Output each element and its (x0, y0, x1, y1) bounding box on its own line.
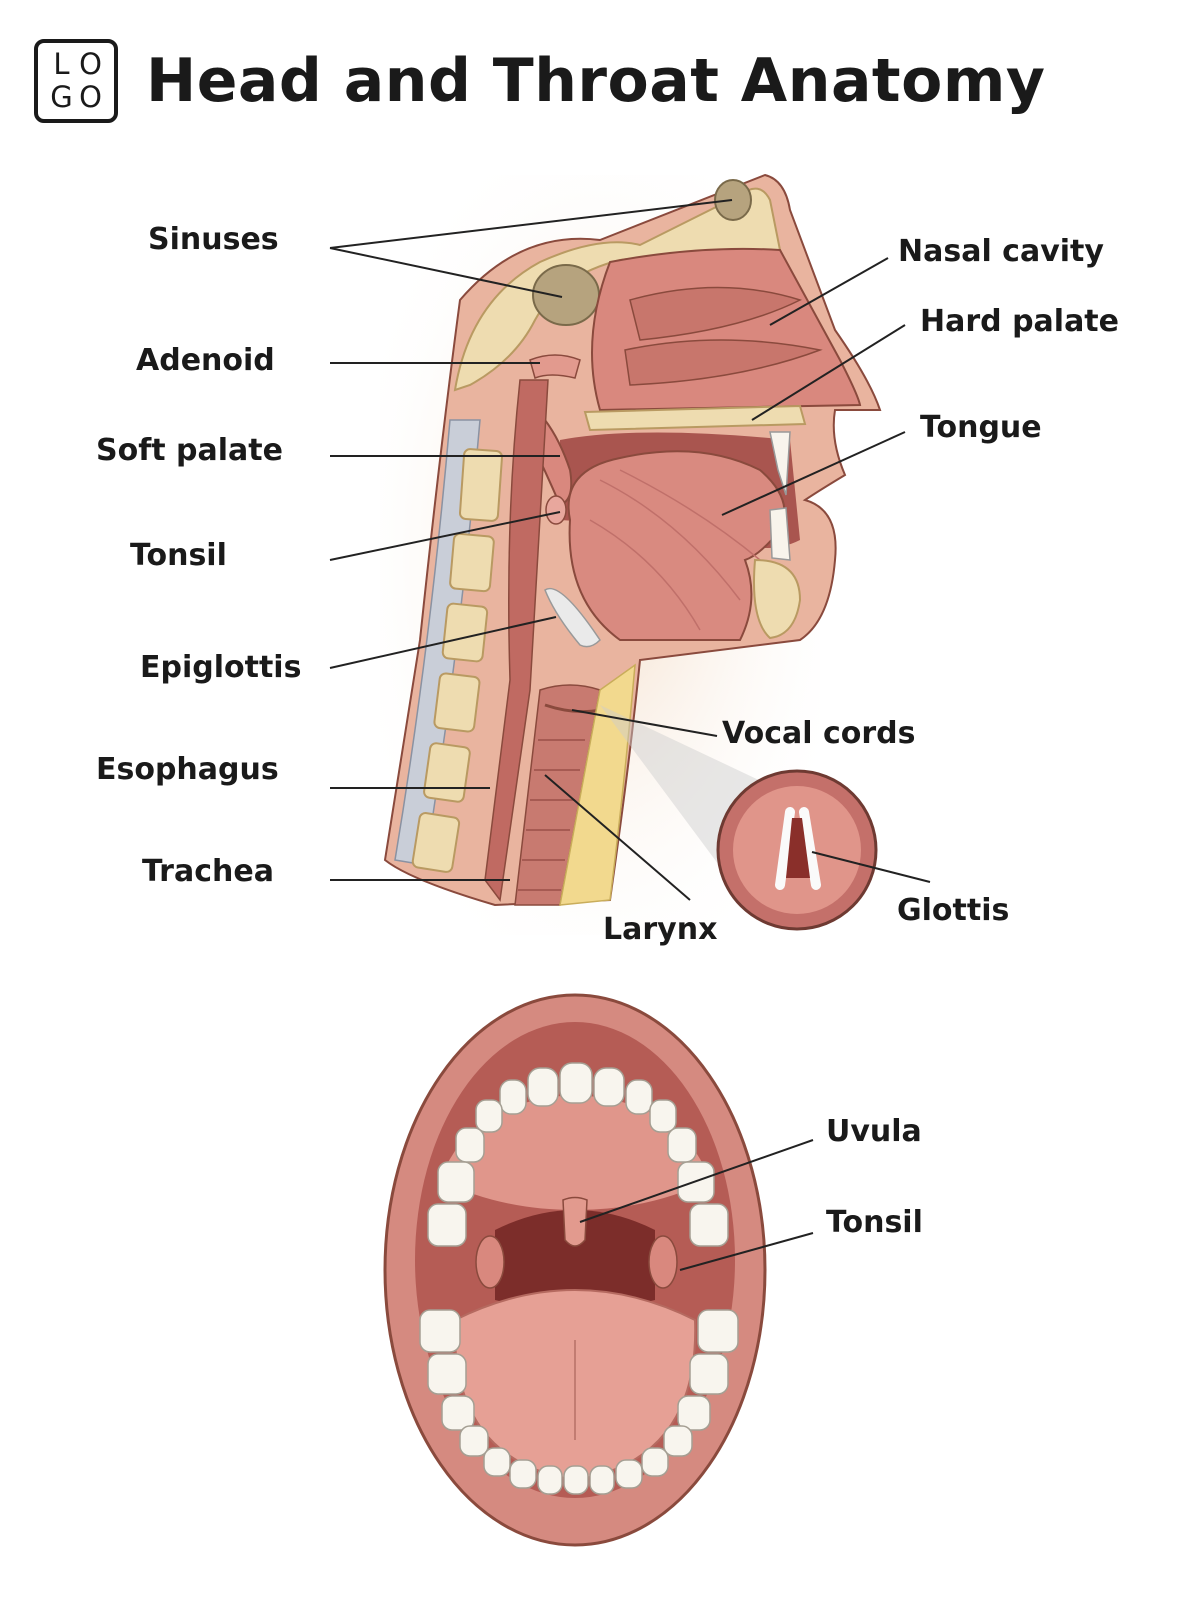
mouth-tonsil-right (649, 1236, 677, 1288)
label-larynx: Larynx (603, 912, 717, 948)
open-mouth-view (385, 995, 765, 1545)
label-epiglottis: Epiglottis (140, 650, 301, 686)
label-hard-palate: Hard palate (920, 304, 1119, 340)
lower-incisor (770, 508, 790, 560)
label-trachea: Trachea (142, 854, 274, 890)
sagittal-section (380, 175, 880, 935)
label-sinuses: Sinuses (148, 222, 279, 258)
label-soft-palate: Soft palate (96, 433, 283, 469)
label-mouth-tonsil: Tonsil (826, 1205, 923, 1241)
label-nasal-cavity: Nasal cavity (898, 234, 1104, 270)
label-vocal-cords: Vocal cords (722, 716, 915, 752)
label-glottis: Glottis (897, 893, 1009, 929)
sphenoid-sinus (533, 265, 599, 325)
frontal-sinus (715, 180, 751, 220)
label-adenoid: Adenoid (136, 343, 275, 379)
glottis-inset (718, 771, 876, 929)
palatine-tonsil (546, 496, 566, 524)
label-tongue: Tongue (920, 410, 1042, 446)
adenoid (530, 355, 580, 378)
label-tonsil: Tonsil (130, 538, 227, 574)
label-uvula: Uvula (826, 1114, 922, 1150)
mouth-tonsil-left (476, 1236, 504, 1288)
label-esophagus: Esophagus (96, 752, 279, 788)
